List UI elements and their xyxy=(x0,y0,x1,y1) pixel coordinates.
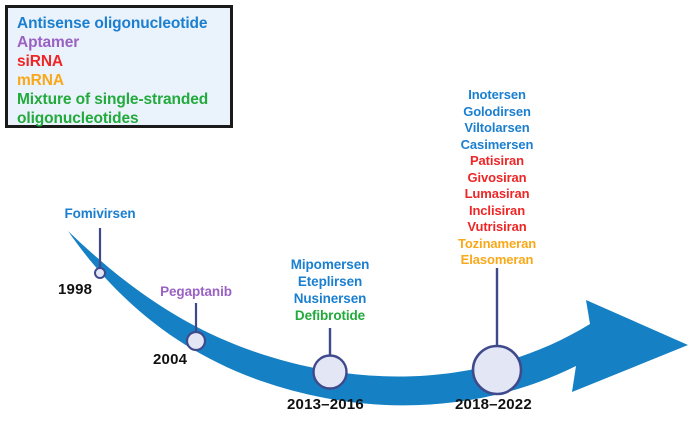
drug-label-golodirsen: Golodirsen xyxy=(463,103,531,119)
year-label-2013-2016: 2013–2016 xyxy=(287,396,364,413)
drug-group-2013-2016: Mipomersen Eteplirsen Nusinersen Defibro… xyxy=(265,256,395,324)
legend-box: Antisense oligonucleotide Aptamer siRNA … xyxy=(5,5,233,128)
drug-group-1998: Fomivirsen xyxy=(40,205,160,222)
legend-item-aptamer: Aptamer xyxy=(17,33,230,52)
legend-item-label: mRNA xyxy=(17,72,64,89)
legend-item-label: Aptamer xyxy=(17,34,80,51)
drug-group-2018-2022: Inotersen Golodirsen Viltolarsen Casimer… xyxy=(432,87,562,269)
drug-label-patisiran: Patisiran xyxy=(469,153,524,168)
legend-item-label: Antisense oligonucleotide xyxy=(17,15,208,32)
drug-label-inclisiran: Inclisiran xyxy=(468,202,526,218)
drug-label-elasomeran: Elasomeran xyxy=(460,252,534,267)
legend-item-label: oligonucleotides xyxy=(17,110,139,127)
milestone-marker-2013-2016 xyxy=(312,354,348,390)
drug-label-eteplirsen: Eteplirsen xyxy=(297,274,363,289)
year-label-1998: 1998 xyxy=(58,281,93,298)
drug-label-pegaptanib: Pegaptanib xyxy=(160,284,232,299)
milestone-marker-1998 xyxy=(94,267,106,279)
year-label-2018-2022: 2018–2022 xyxy=(455,396,532,413)
legend-item-mixture-line1: Mixture of single-stranded xyxy=(17,90,230,109)
drug-label-tozinameran: Tozinameran xyxy=(457,235,537,251)
drug-label-givosiran: Givosiran xyxy=(467,169,527,185)
drug-label-lumasiran: Lumasiran xyxy=(464,186,530,201)
legend-item-sirna: siRNA xyxy=(17,52,230,71)
drug-label-mipomersen: Mipomersen xyxy=(290,257,370,272)
drug-label-defibrotide: Defibrotide xyxy=(294,308,366,323)
legend-item-antisense-oligonucleotide: Antisense oligonucleotide xyxy=(17,14,230,33)
arrow-shape xyxy=(68,231,688,406)
legend-item-label: Mixture of single-stranded xyxy=(17,91,209,108)
year-label-2004: 2004 xyxy=(153,351,188,368)
legend-item-mixture-line2: oligonucleotides xyxy=(17,109,230,128)
legend-item-label: siRNA xyxy=(17,53,64,70)
milestone-marker-2004 xyxy=(185,330,207,352)
drug-label-fomivirsen: Fomivirsen xyxy=(64,206,136,221)
drug-label-casimersen: Casimersen xyxy=(460,136,534,152)
drug-label-inotersen: Inotersen xyxy=(468,87,526,102)
drug-group-2004: Pegaptanib xyxy=(136,283,256,300)
drug-label-vutrisiran: Vutrisiran xyxy=(467,219,527,234)
drug-label-viltolarsen: Viltolarsen xyxy=(464,120,530,135)
milestone-marker-2018-2022 xyxy=(471,344,523,396)
legend-item-mrna: mRNA xyxy=(17,71,230,90)
drug-label-nusinersen: Nusinersen xyxy=(293,291,367,306)
